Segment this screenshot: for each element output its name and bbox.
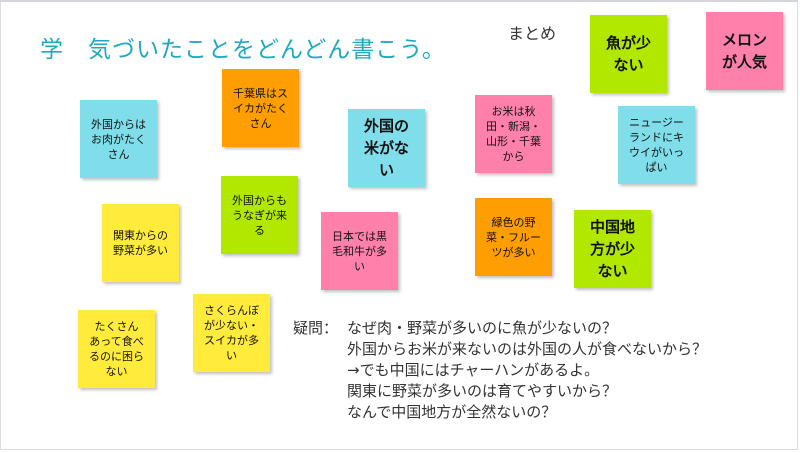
sticky-note[interactable]: お米は秋 田・新潟・ 山形・千葉 から	[475, 95, 552, 173]
sticky-note[interactable]: 魚が少 ない	[590, 15, 667, 93]
sticky-note[interactable]: 千葉県はス イカがたく さん	[222, 69, 299, 147]
sticky-note[interactable]: 緑色の野 菜・フルー ツが多い	[475, 198, 552, 276]
sticky-note[interactable]: 外国の 米がな い	[348, 109, 425, 187]
question-line: なぜ肉・野菜が多いのに魚が少ないの？	[347, 319, 618, 337]
questions-block: 疑問： なぜ肉・野菜が多いのに魚が少ないの？ 外国からお米が来ないのは外国の人が食…	[293, 318, 707, 423]
sticky-note[interactable]: メロン が人気	[706, 12, 783, 90]
sticky-note[interactable]: ニュージー ランドにキ ウイがいっ ぱい	[618, 106, 695, 184]
sticky-note[interactable]: 外国からは お肉がたく さん	[80, 100, 157, 178]
sticky-note[interactable]: 外国からも うなぎが来 る	[221, 176, 298, 254]
questions-label: 疑問：	[293, 319, 339, 337]
sticky-note[interactable]: 関東からの 野菜が多い	[102, 204, 179, 282]
sticky-note[interactable]: さくらんぼ が少ない・ スイカが多 い	[193, 294, 270, 372]
question-line: 関東に野菜が多いのは育てやすいから？	[347, 382, 618, 400]
summary-label: まとめ	[508, 24, 557, 43]
sticky-note[interactable]: たくさん あって食べ るのに困ら ない	[78, 310, 155, 388]
sticky-note[interactable]: 中国地 方が少 ない	[574, 210, 651, 288]
question-line: →でも中国にはチャーハンがあるよ。	[347, 361, 600, 379]
sticky-note[interactable]: 日本では黒 毛和牛が多 い	[321, 212, 398, 290]
question-line: なんで中国地方が全然ないの？	[347, 403, 557, 421]
slide-title: 学 気づいたことをどんどん書こう。	[40, 37, 446, 63]
question-line: 外国からお米が来ないのは外国の人が食べないから？	[347, 340, 708, 358]
